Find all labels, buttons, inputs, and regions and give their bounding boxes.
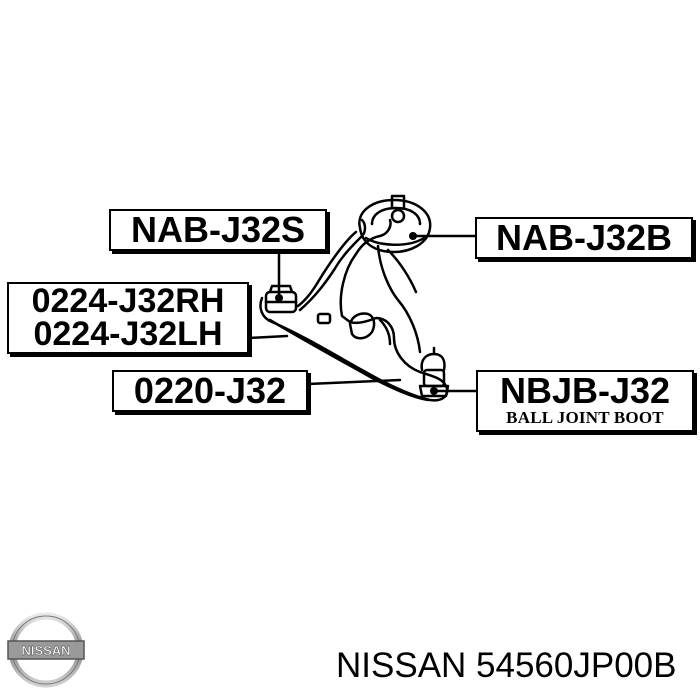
part-desc-ball-joint-boot: BALL JOINT BOOT [506, 408, 664, 427]
front-bushing [264, 284, 298, 314]
rear-bushing [358, 194, 432, 254]
label-nbjb-boot: NBJB-J32 BALL JOINT BOOT [476, 370, 694, 432]
control-arm-outline [259, 218, 449, 402]
part-code-nab-j32s: NAB-J32S [130, 209, 306, 250]
ball-joint [418, 346, 450, 398]
leader-0224 [247, 334, 289, 340]
nissan-logo: NISSAN [7, 612, 85, 688]
bracket-detail [378, 318, 392, 346]
control-arm-lower-edge [268, 318, 430, 402]
bracket-cutout [348, 312, 376, 340]
label-nab-j32s: NAB-J32S [109, 209, 327, 251]
label-0220-arm: 0220-J32 [112, 370, 308, 412]
label-0224-bushing: 0224-J32RH 0224-J32LH [7, 282, 249, 354]
part-number-caption: NISSAN 54560JP00B [336, 646, 677, 685]
control-arm-rib [376, 244, 422, 354]
part-code-0224-lh: 0224-J32LH [33, 315, 223, 353]
logo-text: NISSAN [21, 643, 70, 658]
part-code-nab-j32b: NAB-J32B [495, 217, 673, 258]
control-arm-inner [298, 218, 367, 312]
bolt-hole [316, 312, 332, 325]
part-code-nbjb: NBJB-J32 [499, 370, 671, 411]
leader-0220 [306, 378, 402, 386]
label-nab-j32b: NAB-J32B [475, 217, 693, 259]
control-arm-flange [386, 248, 418, 294]
part-code-0220: 0220-J32 [133, 370, 287, 411]
control-arm-upper-edge [296, 230, 358, 308]
part-code-0224-rh: 0224-J32RH [31, 282, 225, 320]
